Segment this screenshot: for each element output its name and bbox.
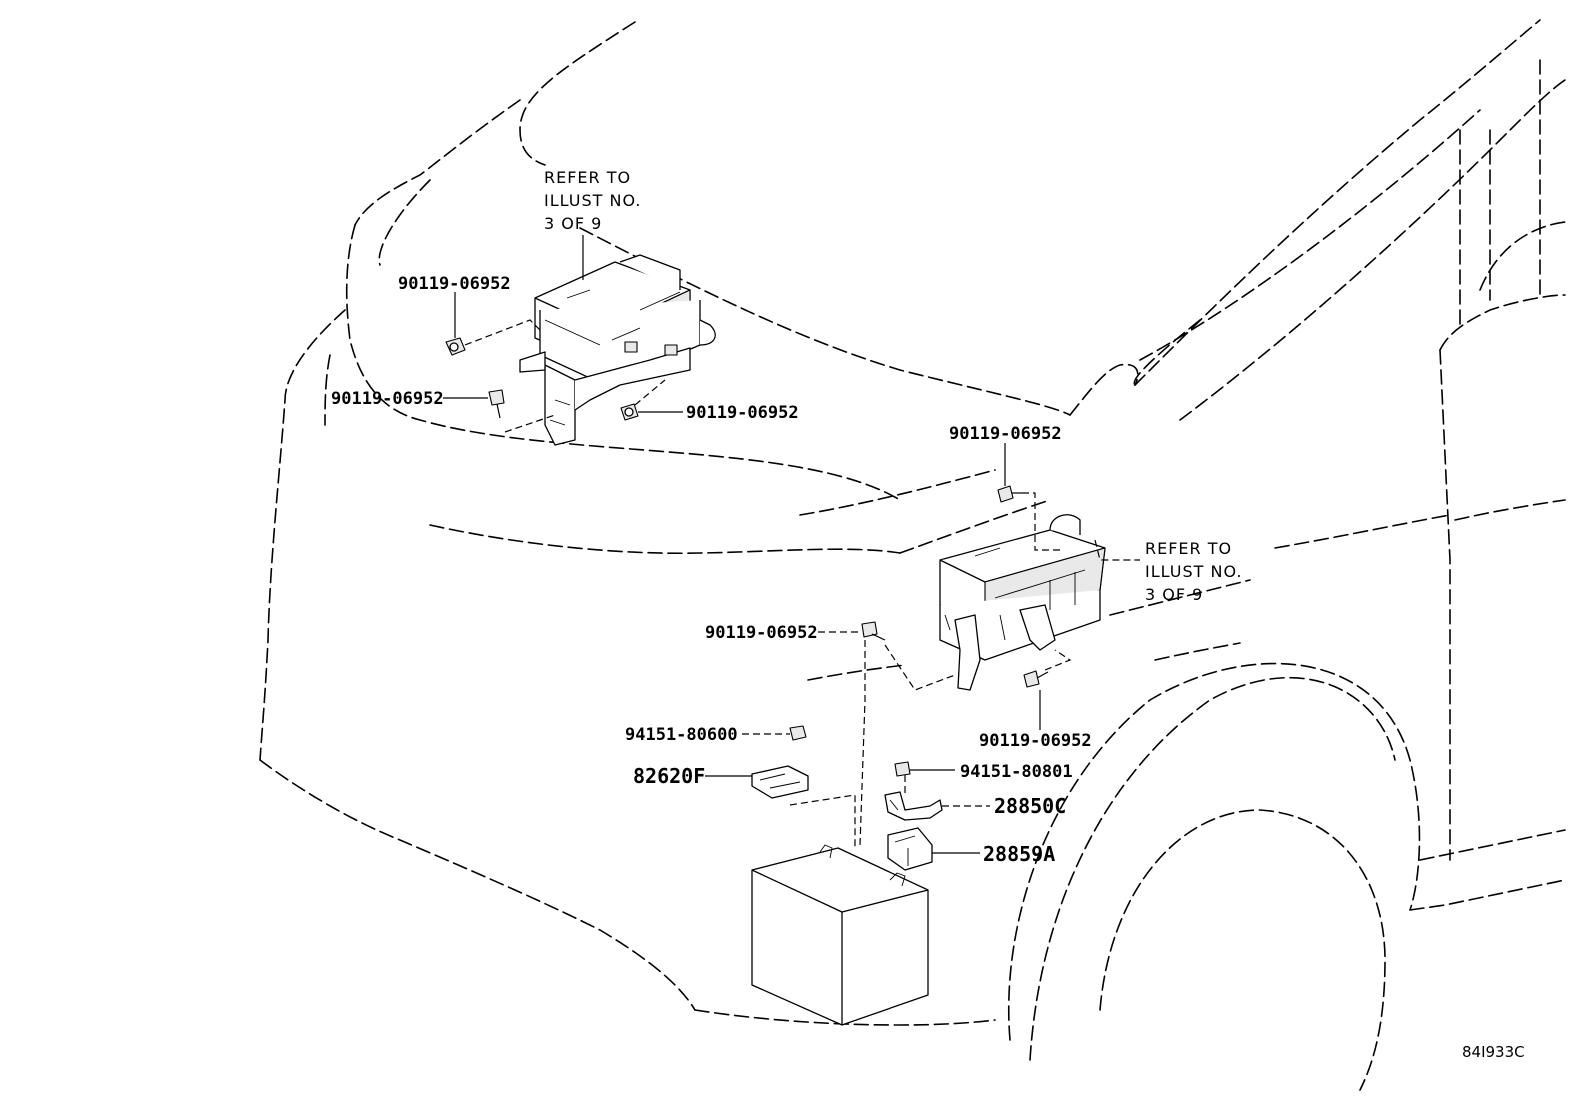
battery: [751, 844, 929, 1026]
bolt-label: 90119-06952: [398, 274, 511, 294]
small-parts: [445, 337, 1049, 871]
bolt-label: 90119-06952: [949, 424, 1062, 444]
refer-note-line1: REFER TO: [544, 168, 631, 187]
refer-note-line3: 3 OF 9: [544, 214, 602, 233]
refer-note-line1: REFER TO: [1145, 539, 1232, 558]
upper-refer-note: REFER TO ILLUST NO. 3 OF 9: [544, 168, 641, 233]
part-label-82620F: 82620F: [633, 764, 705, 788]
refer-note-line3: 3 OF 9: [1145, 585, 1203, 604]
illustration-code: 84I933C: [1462, 1043, 1525, 1061]
refer-note-line2: ILLUST NO.: [544, 191, 641, 210]
bolt-label: 90119-06952: [686, 403, 799, 423]
refer-note-line2: ILLUST NO.: [1145, 562, 1242, 581]
part-label-28850C: 28850C: [994, 794, 1066, 818]
upper-relay-block: [519, 254, 716, 446]
bolt-label: 90119-06952: [331, 389, 444, 409]
nut-label-94151-80600: 94151-80600: [625, 725, 738, 745]
bolt-label: 90119-06952: [705, 623, 818, 643]
nut-label-94151-80801: 94151-80801: [960, 762, 1073, 782]
lower-refer-note: REFER TO ILLUST NO. 3 OF 9: [1145, 539, 1242, 604]
leader-lines: [443, 235, 1140, 854]
vehicle-outline: [259, 19, 1566, 1091]
part-label-28859A: 28859A: [983, 842, 1055, 866]
bolt-label: 90119-06952: [979, 731, 1092, 751]
lower-relay-block: [939, 514, 1106, 691]
